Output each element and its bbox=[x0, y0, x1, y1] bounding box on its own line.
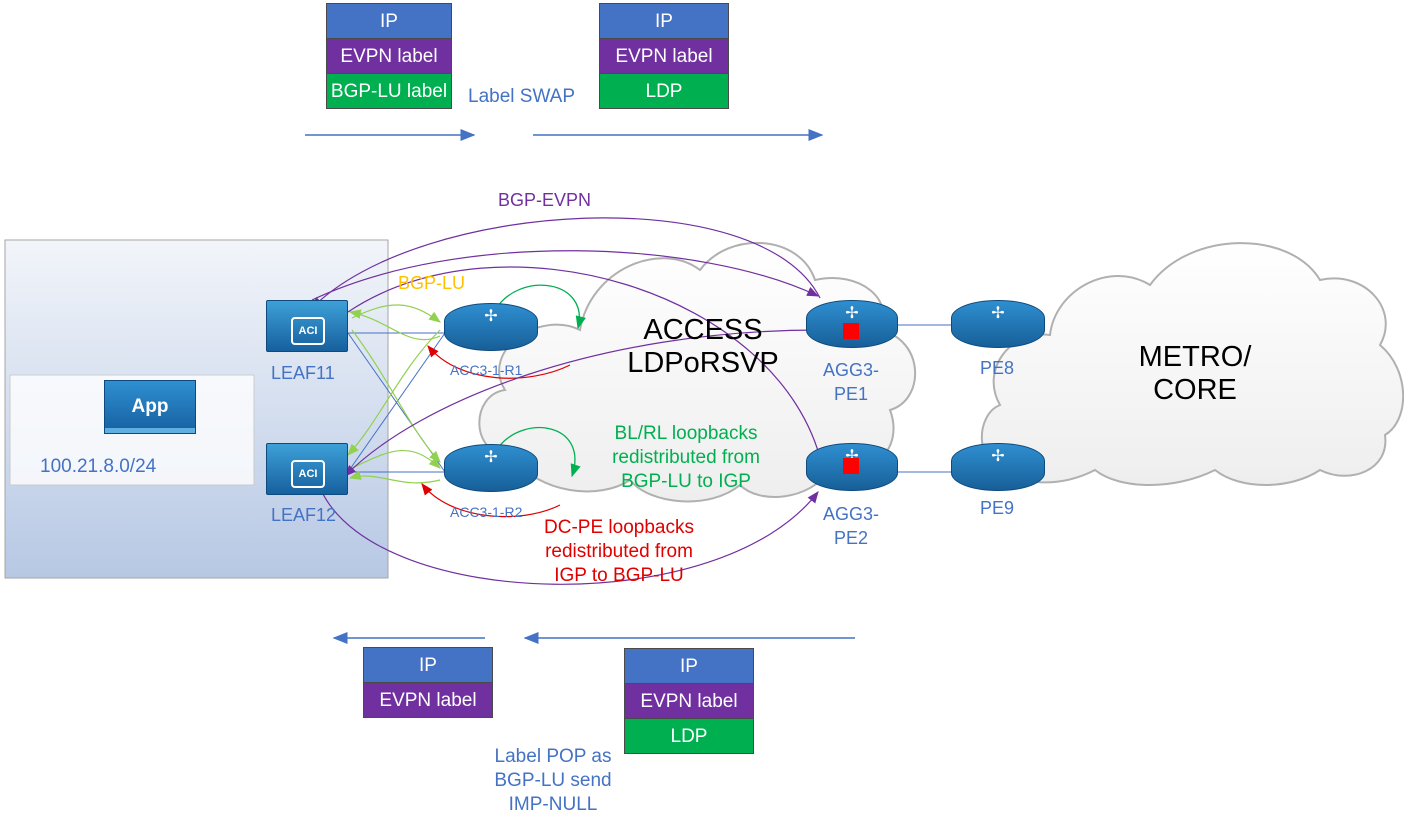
aci-logo-icon: ACI bbox=[291, 460, 325, 488]
router-arrows-icon: ✢ bbox=[991, 305, 1005, 322]
pe9-label: PE9 bbox=[980, 498, 1015, 518]
acc-r2-router-icon: ✢ bbox=[444, 444, 538, 492]
app-server-icon: App bbox=[104, 380, 196, 434]
subnet-label: 100.21.8.0/24 bbox=[40, 456, 157, 477]
router-arrows-icon: ✢ bbox=[484, 308, 498, 325]
encap-bgp-lu-cell: BGP-LU label bbox=[326, 73, 452, 109]
router-arrows-icon: ✢ bbox=[991, 448, 1005, 465]
pe9-router-icon: ✢ bbox=[951, 443, 1045, 491]
label-pop-line: BGP-LU send bbox=[494, 770, 612, 791]
encap-stack-bottom-left: IP EVPN label bbox=[363, 647, 493, 718]
bl-rl-redistribution-note: BL/RL loopbacks redistributed from BGP-L… bbox=[588, 422, 784, 494]
agg-pe2-label: AGG3- PE2 bbox=[808, 502, 894, 550]
status-square-icon bbox=[843, 458, 859, 474]
access-cloud-line: ACCESS bbox=[643, 314, 763, 346]
bl-rl-note-line: redistributed from bbox=[612, 447, 760, 468]
agg-pe1-line: AGG3- bbox=[822, 360, 879, 380]
encap-stack-bottom-right: IP EVPN label LDP bbox=[624, 648, 754, 754]
agg-pe1-router-icon: ✢ bbox=[806, 300, 898, 348]
acc-r1-router-icon: ✢ bbox=[444, 303, 538, 351]
encap-ip-cell: IP bbox=[326, 3, 452, 39]
bgp-evpn-label: BGP-EVPN bbox=[498, 190, 592, 210]
dc-pe-note-line: IGP to BGP-LU bbox=[554, 565, 684, 586]
encap-ip-cell: IP bbox=[599, 3, 729, 39]
label-pop-line: IMP-NULL bbox=[508, 794, 598, 815]
access-cloud-line: LDPoRSVP bbox=[627, 347, 779, 379]
metro-cloud-line: CORE bbox=[1153, 374, 1237, 406]
label-pop-note: Label POP as BGP-LU send IMP-NULL bbox=[470, 745, 636, 817]
acc-r1-label: ACC3-1-R1 bbox=[450, 362, 523, 378]
encap-ldp-cell: LDP bbox=[624, 718, 754, 754]
app-label: App bbox=[131, 396, 169, 417]
pe8-router-icon: ✢ bbox=[951, 300, 1045, 348]
bl-rl-note-line: BGP-LU to IGP bbox=[621, 471, 751, 492]
dc-pe-note-line: DC-PE loopbacks bbox=[544, 517, 694, 538]
pe8-label: PE8 bbox=[980, 358, 1015, 378]
router-arrows-icon: ✢ bbox=[484, 449, 498, 466]
agg-pe2-router-icon: ✢ bbox=[806, 443, 898, 491]
metro-cloud-line: METRO/ bbox=[1138, 341, 1252, 373]
status-square-icon bbox=[843, 323, 859, 339]
leaf11-switch-icon: ACI bbox=[266, 300, 348, 352]
label-swap-text: Label SWAP bbox=[468, 86, 576, 107]
label-pop-line: Label POP as bbox=[494, 746, 612, 767]
access-cloud-label: ACCESS LDPoRSVP bbox=[600, 314, 806, 380]
bl-rl-note-line: BL/RL loopbacks bbox=[614, 423, 758, 444]
agg-pe1-line: PE1 bbox=[833, 384, 869, 404]
acc-r2-label: ACC3-1-R2 bbox=[450, 504, 523, 520]
encap-ldp-cell: LDP bbox=[599, 73, 729, 109]
dc-pe-redistribution-note: DC-PE loopbacks redistributed from IGP t… bbox=[516, 516, 722, 588]
agg-pe2-line: PE2 bbox=[833, 528, 869, 548]
leaf11-label: LEAF11 bbox=[271, 363, 335, 383]
agg-pe1-label: AGG3- PE1 bbox=[808, 358, 894, 406]
leaf12-switch-icon: ACI bbox=[266, 443, 348, 495]
encap-stack-top-left: IP EVPN label BGP-LU label bbox=[326, 3, 452, 109]
agg-pe2-line: AGG3- bbox=[822, 504, 879, 524]
dc-pe-note-line: redistributed from bbox=[545, 541, 693, 562]
encap-evpn-cell: EVPN label bbox=[599, 38, 729, 74]
encap-evpn-cell: EVPN label bbox=[363, 682, 493, 718]
leaf12-label: LEAF12 bbox=[271, 505, 337, 525]
router-arrows-icon: ✢ bbox=[845, 305, 859, 322]
encap-evpn-cell: EVPN label bbox=[624, 683, 754, 719]
encap-evpn-cell: EVPN label bbox=[326, 38, 452, 74]
encap-stack-top-right: IP EVPN label LDP bbox=[599, 3, 729, 109]
aci-logo-icon: ACI bbox=[291, 317, 325, 345]
encap-ip-cell: IP bbox=[624, 648, 754, 684]
bgp-lu-label: BGP-LU bbox=[398, 273, 466, 293]
encap-ip-cell: IP bbox=[363, 647, 493, 683]
metro-cloud-label: METRO/ CORE bbox=[1110, 341, 1280, 407]
